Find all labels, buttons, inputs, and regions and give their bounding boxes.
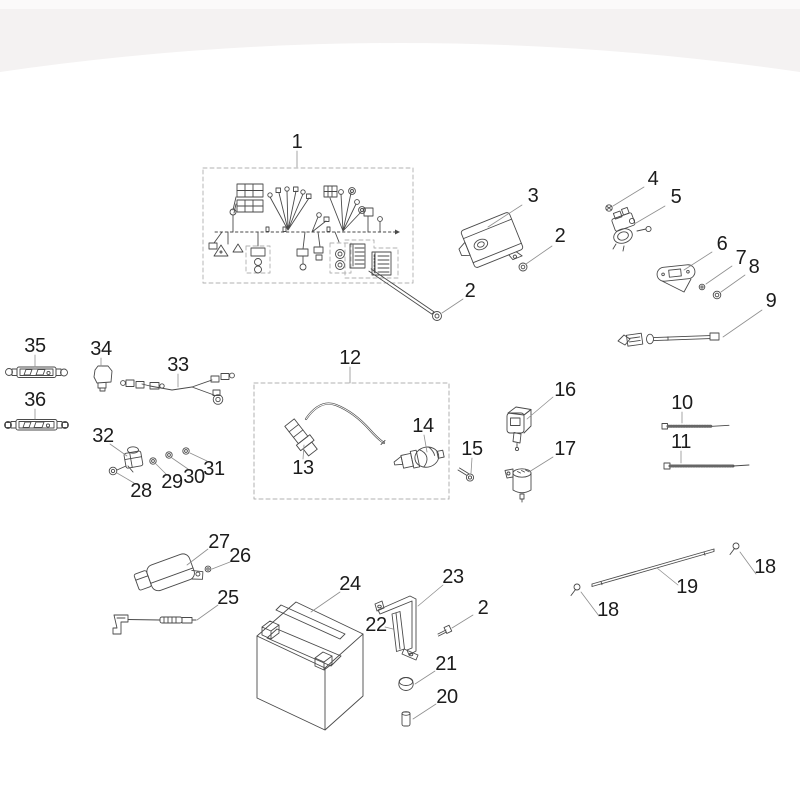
leader-lines [34, 150, 763, 720]
part-8-nut [712, 290, 722, 300]
callout-15[interactable]: 15 [461, 438, 483, 460]
part-32-sensor [116, 446, 144, 473]
callout-6[interactable]: 6 [716, 233, 728, 255]
callout-29[interactable]: 29 [161, 471, 183, 493]
callout-2-harness-bolt[interactable]: 2 [464, 280, 476, 302]
part-14-spark-plug [393, 446, 445, 469]
callout-36[interactable]: 36 [24, 389, 46, 411]
callout-1[interactable]: 1 [291, 131, 303, 153]
callout-12[interactable]: 12 [339, 347, 361, 369]
callout-9[interactable]: 9 [765, 290, 777, 312]
part-9-lead-wire [617, 332, 720, 347]
callout-5[interactable]: 5 [670, 186, 682, 208]
callout-19[interactable]: 19 [676, 576, 698, 598]
callout-2-cdi-bolt[interactable]: 2 [554, 225, 566, 247]
part-6-mount-plate [656, 264, 696, 293]
callout-8[interactable]: 8 [748, 256, 760, 278]
callout-33[interactable]: 33 [167, 354, 189, 376]
callout-22[interactable]: 22 [365, 614, 387, 636]
part-27-starter-relay [133, 553, 204, 592]
part-26-bolt [204, 565, 212, 573]
callout-26[interactable]: 26 [229, 545, 251, 567]
part-28-bolt [108, 466, 118, 476]
part-16-ignition-switch [506, 406, 532, 452]
callout-17[interactable]: 17 [554, 438, 576, 460]
part-24-battery [256, 601, 364, 731]
part-18-clip-right [729, 542, 740, 555]
callout-10[interactable]: 10 [671, 392, 693, 414]
part-10-cable-tie [661, 423, 730, 430]
header-wave [0, 0, 800, 72]
callout-20[interactable]: 20 [436, 686, 458, 708]
part-29-washer [149, 457, 157, 465]
callout-32[interactable]: 32 [92, 425, 114, 447]
part-23-bracket [374, 595, 419, 661]
part-12-kit-box [253, 382, 450, 500]
callout-31[interactable]: 31 [203, 458, 225, 480]
part-17-switch [504, 468, 532, 503]
callout-14[interactable]: 14 [412, 415, 434, 437]
part-30-washer [165, 451, 173, 459]
part-3-cdi-unit [458, 212, 524, 268]
part-25-battery-cable [112, 614, 197, 635]
callout-2-battery-bolt[interactable]: 2 [477, 597, 489, 619]
part-2-bolt-c [437, 624, 453, 637]
callout-23[interactable]: 23 [442, 566, 464, 588]
callout-18-right[interactable]: 18 [754, 556, 776, 578]
part-1-wiring-harness [202, 167, 435, 315]
callout-4[interactable]: 4 [647, 168, 659, 190]
part-35-fuse-holder [5, 366, 68, 378]
callout-7[interactable]: 7 [735, 247, 747, 269]
callout-13[interactable]: 13 [292, 457, 314, 479]
part-33-sub-harness [120, 372, 235, 405]
part-2-bolt-b [518, 262, 528, 272]
callout-35[interactable]: 35 [24, 335, 46, 357]
part-4-screw [605, 204, 613, 212]
callout-11[interactable]: 11 [671, 431, 691, 453]
part-7-bolt [698, 283, 706, 291]
part-22-strip [391, 611, 405, 652]
callout-3[interactable]: 3 [527, 185, 539, 207]
part-20-spacer [401, 711, 411, 727]
callout-16[interactable]: 16 [554, 379, 576, 401]
part-5-ignition-coil [611, 206, 652, 252]
callout-27[interactable]: 27 [208, 531, 230, 553]
part-19-rod [591, 548, 715, 587]
callout-28[interactable]: 28 [130, 480, 152, 502]
part-36-fuse-holder [4, 419, 69, 431]
part-2-bolt-a [432, 311, 442, 321]
part-31-nut [182, 447, 190, 455]
part-34-relay [93, 365, 113, 392]
callout-18-left[interactable]: 18 [597, 599, 619, 621]
part-13-spark-plug-cap [284, 402, 386, 457]
part-21-grommet [398, 677, 414, 691]
part-18-clip-left [570, 583, 581, 596]
callout-34[interactable]: 34 [90, 338, 112, 360]
part-15-bolt [457, 467, 475, 482]
callout-24[interactable]: 24 [339, 573, 361, 595]
callout-30[interactable]: 30 [183, 466, 205, 488]
callout-21[interactable]: 21 [435, 653, 457, 675]
callout-25[interactable]: 25 [217, 587, 239, 609]
part-11-cable-tie [663, 462, 750, 470]
